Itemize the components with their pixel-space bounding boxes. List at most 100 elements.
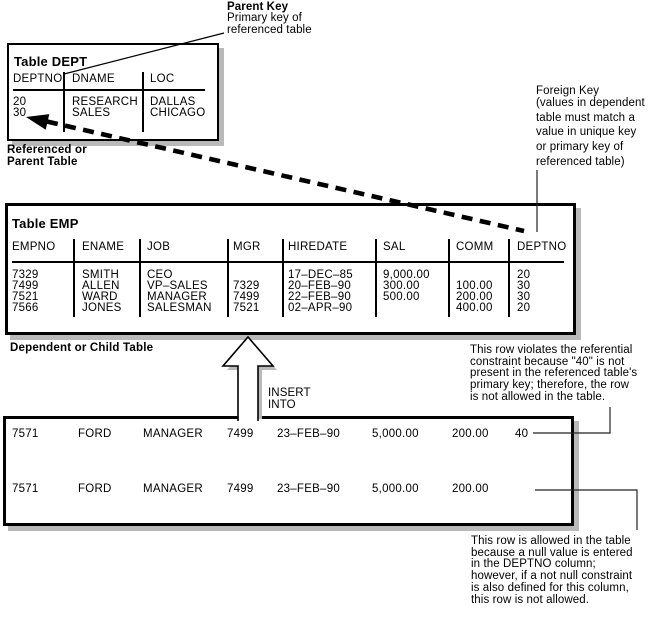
column-separator [282,239,284,317]
data-cell: 200.00 [452,483,489,495]
data-cell: 9,000.00 [383,269,430,281]
data-cell: 5,000.00 [372,428,419,440]
header-rule [13,89,205,91]
data-cell: DALLAS [150,96,196,108]
violates-note-line: constraint because "40" is not [470,355,625,368]
data-cell: SMITH [82,269,120,281]
referenced-label-line1: Referenced or [7,144,87,156]
foreign-key-annotation: (values in dependent table must match a … [536,96,645,170]
data-cell: SALESMAN [147,302,212,314]
data-cell: FORD [78,428,112,440]
violates-note-line: primary key; therefore, the row [470,379,630,392]
column-separator [375,239,377,317]
column-separator [227,239,229,317]
data-cell: 40 [515,428,529,440]
data-cell: 7571 [12,428,39,440]
header-cell: COMM [456,241,494,253]
data-cell: MANAGER [147,291,207,303]
data-cell: 200.00 [452,428,489,440]
foreign-key-line: referenced table) [536,155,625,168]
header-cell: DEPTNO [517,241,567,253]
data-cell: 7566 [12,302,39,314]
violates-note-line: present in the referenced table's [470,367,638,380]
violates-note-line: This row violates the referential [470,344,633,356]
referenced-label-line2: Parent Table [7,156,78,168]
data-cell: 7329 [233,280,260,292]
allowed-note-line: This row is allowed in the table [471,535,631,547]
insert-into-label: INSERT INTO [268,387,311,412]
dept-table: Table DEPT DEPTNO DNAME LOC 20 RESEARCH … [7,43,219,141]
data-cell: RESEARCH [72,96,138,108]
allowed-note-line: in the DEPTNO column; [471,558,596,571]
data-cell: 100.00 [456,280,493,292]
foreign-key-title: Foreign Key [536,85,600,97]
data-cell: 22–FEB–90 [288,291,351,303]
header-rule [12,261,564,263]
data-cell: MANAGER [143,428,203,440]
allowed-note-line: however, if a not null constraint [471,570,633,583]
data-cell: 7521 [233,302,260,314]
violates-note: This row violates the referential constr… [470,344,638,404]
data-cell: 7499 [12,280,39,292]
header-cell: DEPTNO [13,73,63,85]
data-cell: SALES [72,107,111,119]
parent-key-line2: referenced table [227,23,312,36]
data-cell: WARD [82,291,118,303]
data-cell: 7329 [12,269,39,281]
foreign-key-line: or primary key of [536,141,624,154]
data-cell: 300.00 [383,280,420,292]
insert-arrow-icon [221,335,275,421]
data-cell: 20 [13,96,27,108]
data-cell: 30 [517,291,531,303]
data-cell: FORD [78,483,112,495]
parent-key-title: Parent Key [227,1,289,13]
header-cell: EMPNO [12,241,56,253]
data-cell: 7499 [227,483,254,495]
allowed-note: This row is allowed in the table because… [471,535,633,606]
data-cell: 30 [517,280,531,292]
foreign-key-line: table must match a [536,111,635,124]
data-cell: JONES [82,302,122,314]
violates-note-line: is not allowed in the table. [470,390,606,403]
column-separator [73,239,75,317]
data-cell: 200.00 [456,291,493,303]
column-separator [142,72,144,132]
header-cell: HIREDATE [288,241,348,253]
data-cell: CHICAGO [150,107,206,119]
data-cell: MANAGER [143,483,203,495]
header-cell: JOB [147,241,171,253]
header-cell: DNAME [72,73,115,85]
column-separator [448,239,450,317]
data-cell: 500.00 [383,291,420,303]
data-cell: 7521 [12,291,39,303]
emp-table: Table EMP EMPNO ENAME JOB MGR HIREDATE S… [5,203,576,335]
data-cell: 20 [517,269,531,281]
header-cell: LOC [150,73,175,85]
insert-rows-box: 7571 FORD MANAGER 7499 23–FEB–90 5,000.0… [3,416,574,526]
data-cell: 02–APR–90 [288,302,353,314]
data-cell: 7571 [12,483,39,495]
data-cell: ALLEN [82,280,120,292]
data-cell: VP–SALES [147,280,208,292]
insert-label-line1: INSERT [268,387,311,399]
parent-key-annotation: Parent Key Primary key of referenced tab… [227,1,312,36]
header-cell: MGR [233,241,261,253]
data-cell: 20–FEB–90 [288,280,351,292]
column-separator [63,72,65,132]
data-cell: 400.00 [456,302,493,314]
data-cell: CEO [147,269,173,281]
data-cell: 5,000.00 [372,483,419,495]
referenced-table-label: Referenced or Parent Table [7,144,87,168]
data-cell: 7499 [233,291,260,303]
allowed-note-line: this row is not allowed. [471,593,590,606]
foreign-key-line: value in unique key [536,126,637,139]
data-cell: 17–DEC–85 [288,269,353,281]
header-cell: ENAME [82,241,125,253]
parent-key-line1: Primary key of [227,12,302,25]
foreign-key-line: (values in dependent [536,97,645,109]
data-cell: 7499 [227,428,254,440]
data-cell: 20 [517,302,531,314]
column-separator [508,239,510,317]
dept-table-title: Table DEPT [14,54,88,69]
